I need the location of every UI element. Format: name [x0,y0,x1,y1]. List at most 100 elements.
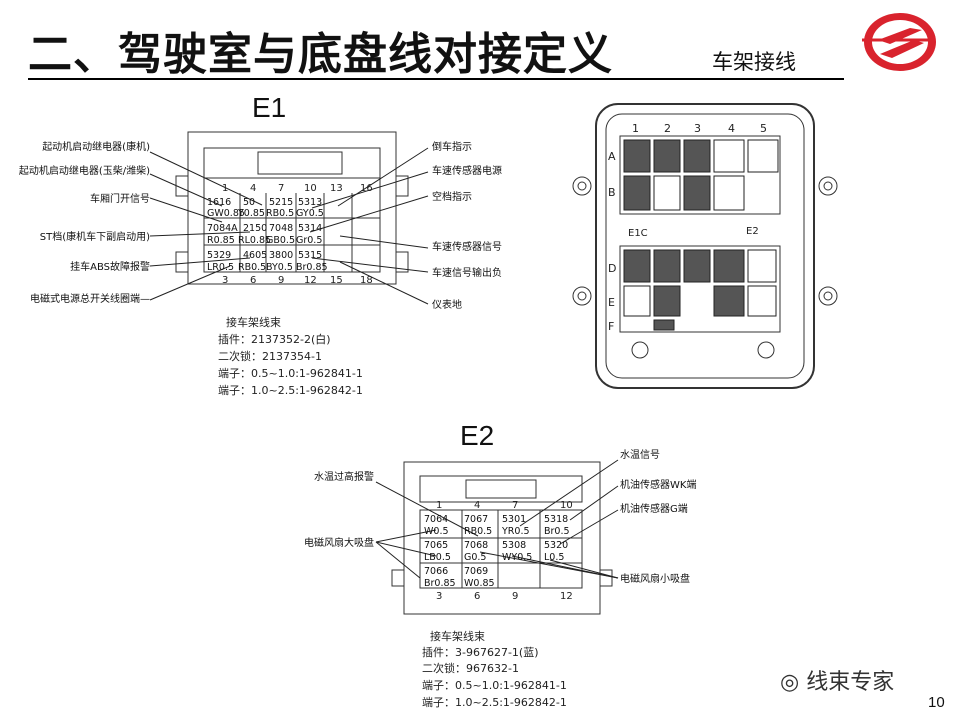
e1-cell-code: 5215 [269,197,293,208]
e1-pin-bottom: 15 [330,275,343,286]
e1-cell-wire: GB0.5 [266,235,295,246]
e2-cell-wire: W0.5 [424,526,449,537]
e1-pin-top: 16 [360,183,373,194]
e1-right-label: 车速传感器信号 [432,240,502,253]
e2-cell-code: 7067 [464,514,488,525]
e1-cell-code: 7084A [207,223,238,234]
e1-note: 端子：1.0~2.5:1-962842-1 [218,384,363,397]
e1-cell-wire: GW0.85 [207,208,245,219]
e2-cell-wire: RB0.5 [464,526,492,537]
e1-cell-code: 50 [243,197,255,208]
e2-cell-code: 7065 [424,540,448,551]
e2-cell-code: 5318 [544,514,568,525]
e1-note: 插件：2137352-2(白) [218,332,331,346]
page-title: 二、驾驶室与底盘线对接定义 [28,29,613,80]
e2-pin-top: 7 [512,500,518,511]
e1-cell-code: 5314 [298,223,322,234]
e1-left-label: ST档(康机车下副启动用) [40,230,150,243]
e1-pin-top: 7 [278,183,284,194]
e1-top-pin-numbers: 1 4 7 10 13 16 [222,183,373,194]
e2-note: 插件：3-967627-1(蓝) [422,645,539,659]
e2-pin-top: 4 [474,500,480,511]
e2-right-label: 机油传感器WK端 [620,478,696,491]
box-row-labels: A B D E F [608,150,616,333]
e2-bottom-pin-numbers: 3 6 9 12 [436,591,573,602]
e1-pin-top: 10 [304,183,317,194]
junction-box [572,103,838,389]
e2-note: 端子：1.0~2.5:1-962842-1 [422,696,567,709]
e1-left-label: 挂车ABS故障报警 [70,260,150,273]
e1-right-label: 倒车指示 [432,140,472,153]
e2-cell-wire: Br0.85 [424,578,456,589]
e1-cell-wire: RB0.5 [266,208,294,219]
e1-note: 接车架线束 [226,315,281,329]
e1-bottom-pin-numbers: 3 6 9 12 15 18 [222,275,373,286]
e1-right-label: 车速信号输出负 [432,266,502,279]
e1-cell-wire: RB0.5 [238,262,266,273]
e1-cell-wire: RL0.85 [238,235,271,246]
e1-left-label: 起动机启动继电器(玉柴/潍柴) [19,164,150,177]
e2-right-label: 机油传感器G端 [620,502,688,515]
e1-cell-wire: Br0.85 [296,262,328,273]
e2-cell-wire: WY0.5 [502,552,532,563]
e2-cell-wire: G0.5 [464,552,486,563]
e2-pin-top: 10 [560,500,573,511]
box-row-label: F [608,320,614,333]
box-row-label: E [608,296,615,309]
e2-left-labels: 水温过高报警 电磁风扇大吸盘 [304,470,374,549]
e1-cell-wire: R0.85 [207,235,235,246]
e1-pin-top: 13 [330,183,343,194]
e1-note: 端子：0.5~1.0:1-962841-1 [218,367,363,380]
title-divider [28,78,844,80]
watermark: ◎ 线束专家 [780,664,894,696]
e2-pin-bottom: 6 [474,591,480,602]
e2-connector-label: E2 [460,420,495,451]
page-subtitle: 车架接线 [712,50,796,74]
e2-cell-code: 7064 [424,514,448,525]
e1-left-label: 电磁式电源总开关线圈端— [30,292,150,305]
e1-cell-wire: BY0.5 [266,262,293,273]
box-column-labels: 1 2 3 4 5 [632,122,767,135]
box-col-label: 5 [760,122,767,135]
e1-cell-wire: LR0.5 [207,262,234,273]
e2-right-label: 电磁风扇小吸盘 [620,572,690,585]
e1-pin-bottom: 18 [360,275,373,286]
e2-cell-code: 5301 [502,514,526,525]
e1-right-labels: 倒车指示 车速传感器电源 空档指示 车速传感器信号 车速信号输出负 仪表地 [432,140,502,311]
e2-left-label: 电磁风扇大吸盘 [304,536,374,549]
e1-notes: 接车架线束 插件：2137352-2(白) 二次锁：2137354-1 端子：0… [218,315,363,397]
e1-connector-label: E1 [252,92,287,123]
e1-left-label: 起动机启动继电器(康机) [42,140,150,153]
box-col-label: 1 [632,122,639,135]
e1-cell-grid: 1616 GW0.85 50 Y0.85 5215 RB0.5 5313 GY0… [207,197,328,273]
wechat-icon: ◎ [780,670,800,695]
e2-cell-grid: 7064 W0.5 7067 RB0.5 5301 YR0.5 5318 Br0… [424,514,570,589]
e2-pin-bottom: 3 [436,591,442,602]
e1-cell-code: 5313 [298,197,322,208]
company-logo [860,10,938,78]
e2-right-label: 水温信号 [620,449,660,461]
box-row-label: A [608,150,616,163]
e1-cell-wire: Y0.85 [237,208,265,219]
e2-cell-code: 7066 [424,566,448,577]
e2-cell-code: 5320 [544,540,568,551]
box-col-label: 2 [664,122,671,135]
e1-left-label: 车厢门开信号 [90,192,150,205]
e1-pin-top: 4 [250,183,256,194]
e1-cell-code: 2150 [243,223,267,234]
e2-cell-wire: W0.85 [464,578,495,589]
e2-cell-wire: YR0.5 [501,526,530,537]
e2-pin-top: 1 [436,500,442,511]
e1-pin-bottom: 9 [278,275,284,286]
e1-cell-code: 3800 [269,250,293,261]
e2-cell-wire: L0.5 [544,552,564,563]
e2-note: 端子：0.5~1.0:1-962841-1 [422,679,567,692]
e1-pin-bottom: 6 [250,275,256,286]
box-e2-tag: E2 [746,226,759,237]
e2-cell-code: 7068 [464,540,488,551]
e2-notes: 接车架线束 插件：3-967627-1(蓝) 二次锁：967632-1 端子：0… [422,629,567,709]
e1-right-label: 空档指示 [432,190,472,203]
e2-pin-bottom: 12 [560,591,573,602]
e2-note: 接车架线束 [430,629,485,643]
